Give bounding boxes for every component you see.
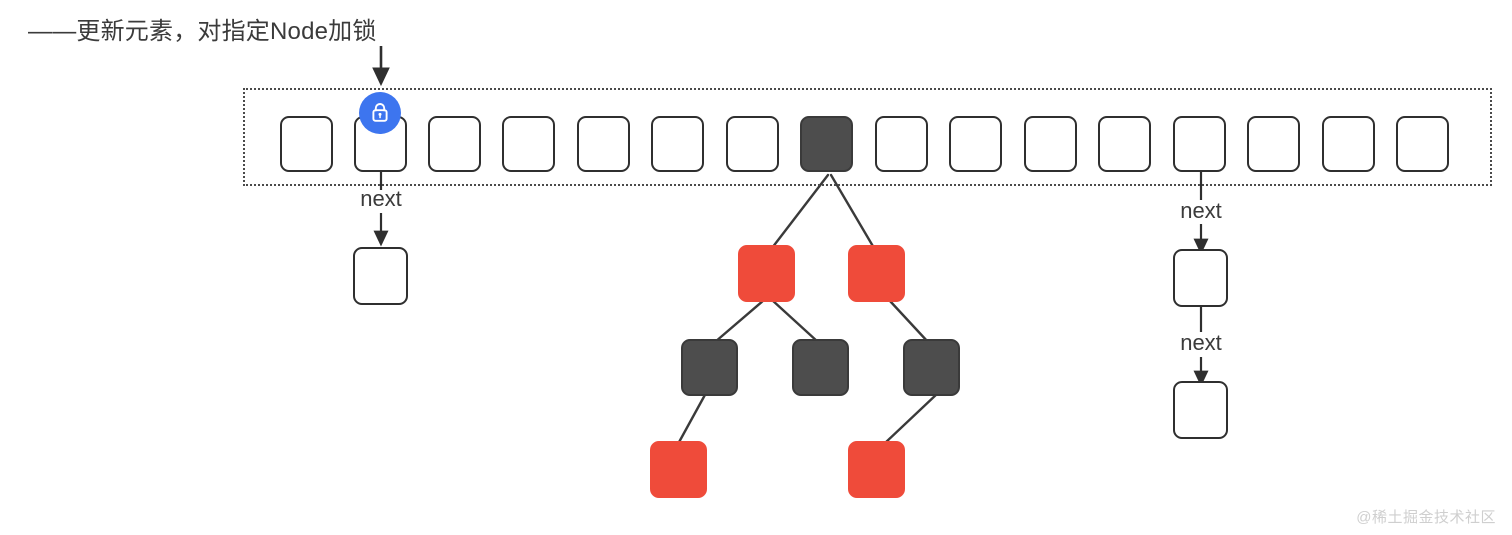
right-chain-next-label-1: next: [1180, 330, 1222, 355]
tree-node-r1[interactable]: [738, 245, 795, 302]
array-slot-12[interactable]: [1173, 116, 1226, 172]
array-slot-11[interactable]: [1098, 116, 1151, 172]
hash-bucket-array: [243, 88, 1492, 186]
left-chain-next-label: next: [360, 186, 402, 211]
array-slot-8[interactable]: [875, 116, 928, 172]
tree-edge-d3-r4: [882, 391, 940, 446]
left-chain-node-0[interactable]: [353, 247, 408, 305]
tree-node-d3[interactable]: [903, 339, 960, 396]
array-slot-0[interactable]: [280, 116, 333, 172]
tree-node-d1[interactable]: [681, 339, 738, 396]
array-slot-15[interactable]: [1396, 116, 1449, 172]
right-chain-node-1[interactable]: [1173, 381, 1228, 439]
array-slot-10[interactable]: [1024, 116, 1077, 172]
right-chain-next-label-0: next: [1180, 198, 1222, 223]
array-slot-9[interactable]: [949, 116, 1002, 172]
tree-edge-r2-d3: [888, 299, 930, 344]
array-slot-4[interactable]: [577, 116, 630, 172]
array-slot-13[interactable]: [1247, 116, 1300, 172]
tree-edge-r1-d1: [713, 298, 766, 344]
page-title: ——更新元素，对指定Node加锁: [28, 18, 377, 45]
lock-icon: [359, 92, 401, 134]
tree-node-r3[interactable]: [650, 441, 707, 498]
tree-edges: [676, 173, 940, 446]
tree-node-r4[interactable]: [848, 441, 905, 498]
tree-edge-root-r1: [770, 173, 830, 250]
array-slot-7[interactable]: [800, 116, 853, 172]
right-chain-node-0[interactable]: [1173, 249, 1228, 307]
array-slot-14[interactable]: [1322, 116, 1375, 172]
tree-edge-d1-r3: [676, 391, 708, 446]
tree-edge-r1-d2: [770, 298, 820, 344]
array-slot-2[interactable]: [428, 116, 481, 172]
tree-node-r2[interactable]: [848, 245, 905, 302]
array-slot-6[interactable]: [726, 116, 779, 172]
watermark: @稀土掘金技术社区: [1356, 509, 1496, 526]
tree-node-d2[interactable]: [792, 339, 849, 396]
array-slot-3[interactable]: [502, 116, 555, 172]
array-slot-5[interactable]: [651, 116, 704, 172]
tree-edge-root-r2: [829, 173, 876, 250]
